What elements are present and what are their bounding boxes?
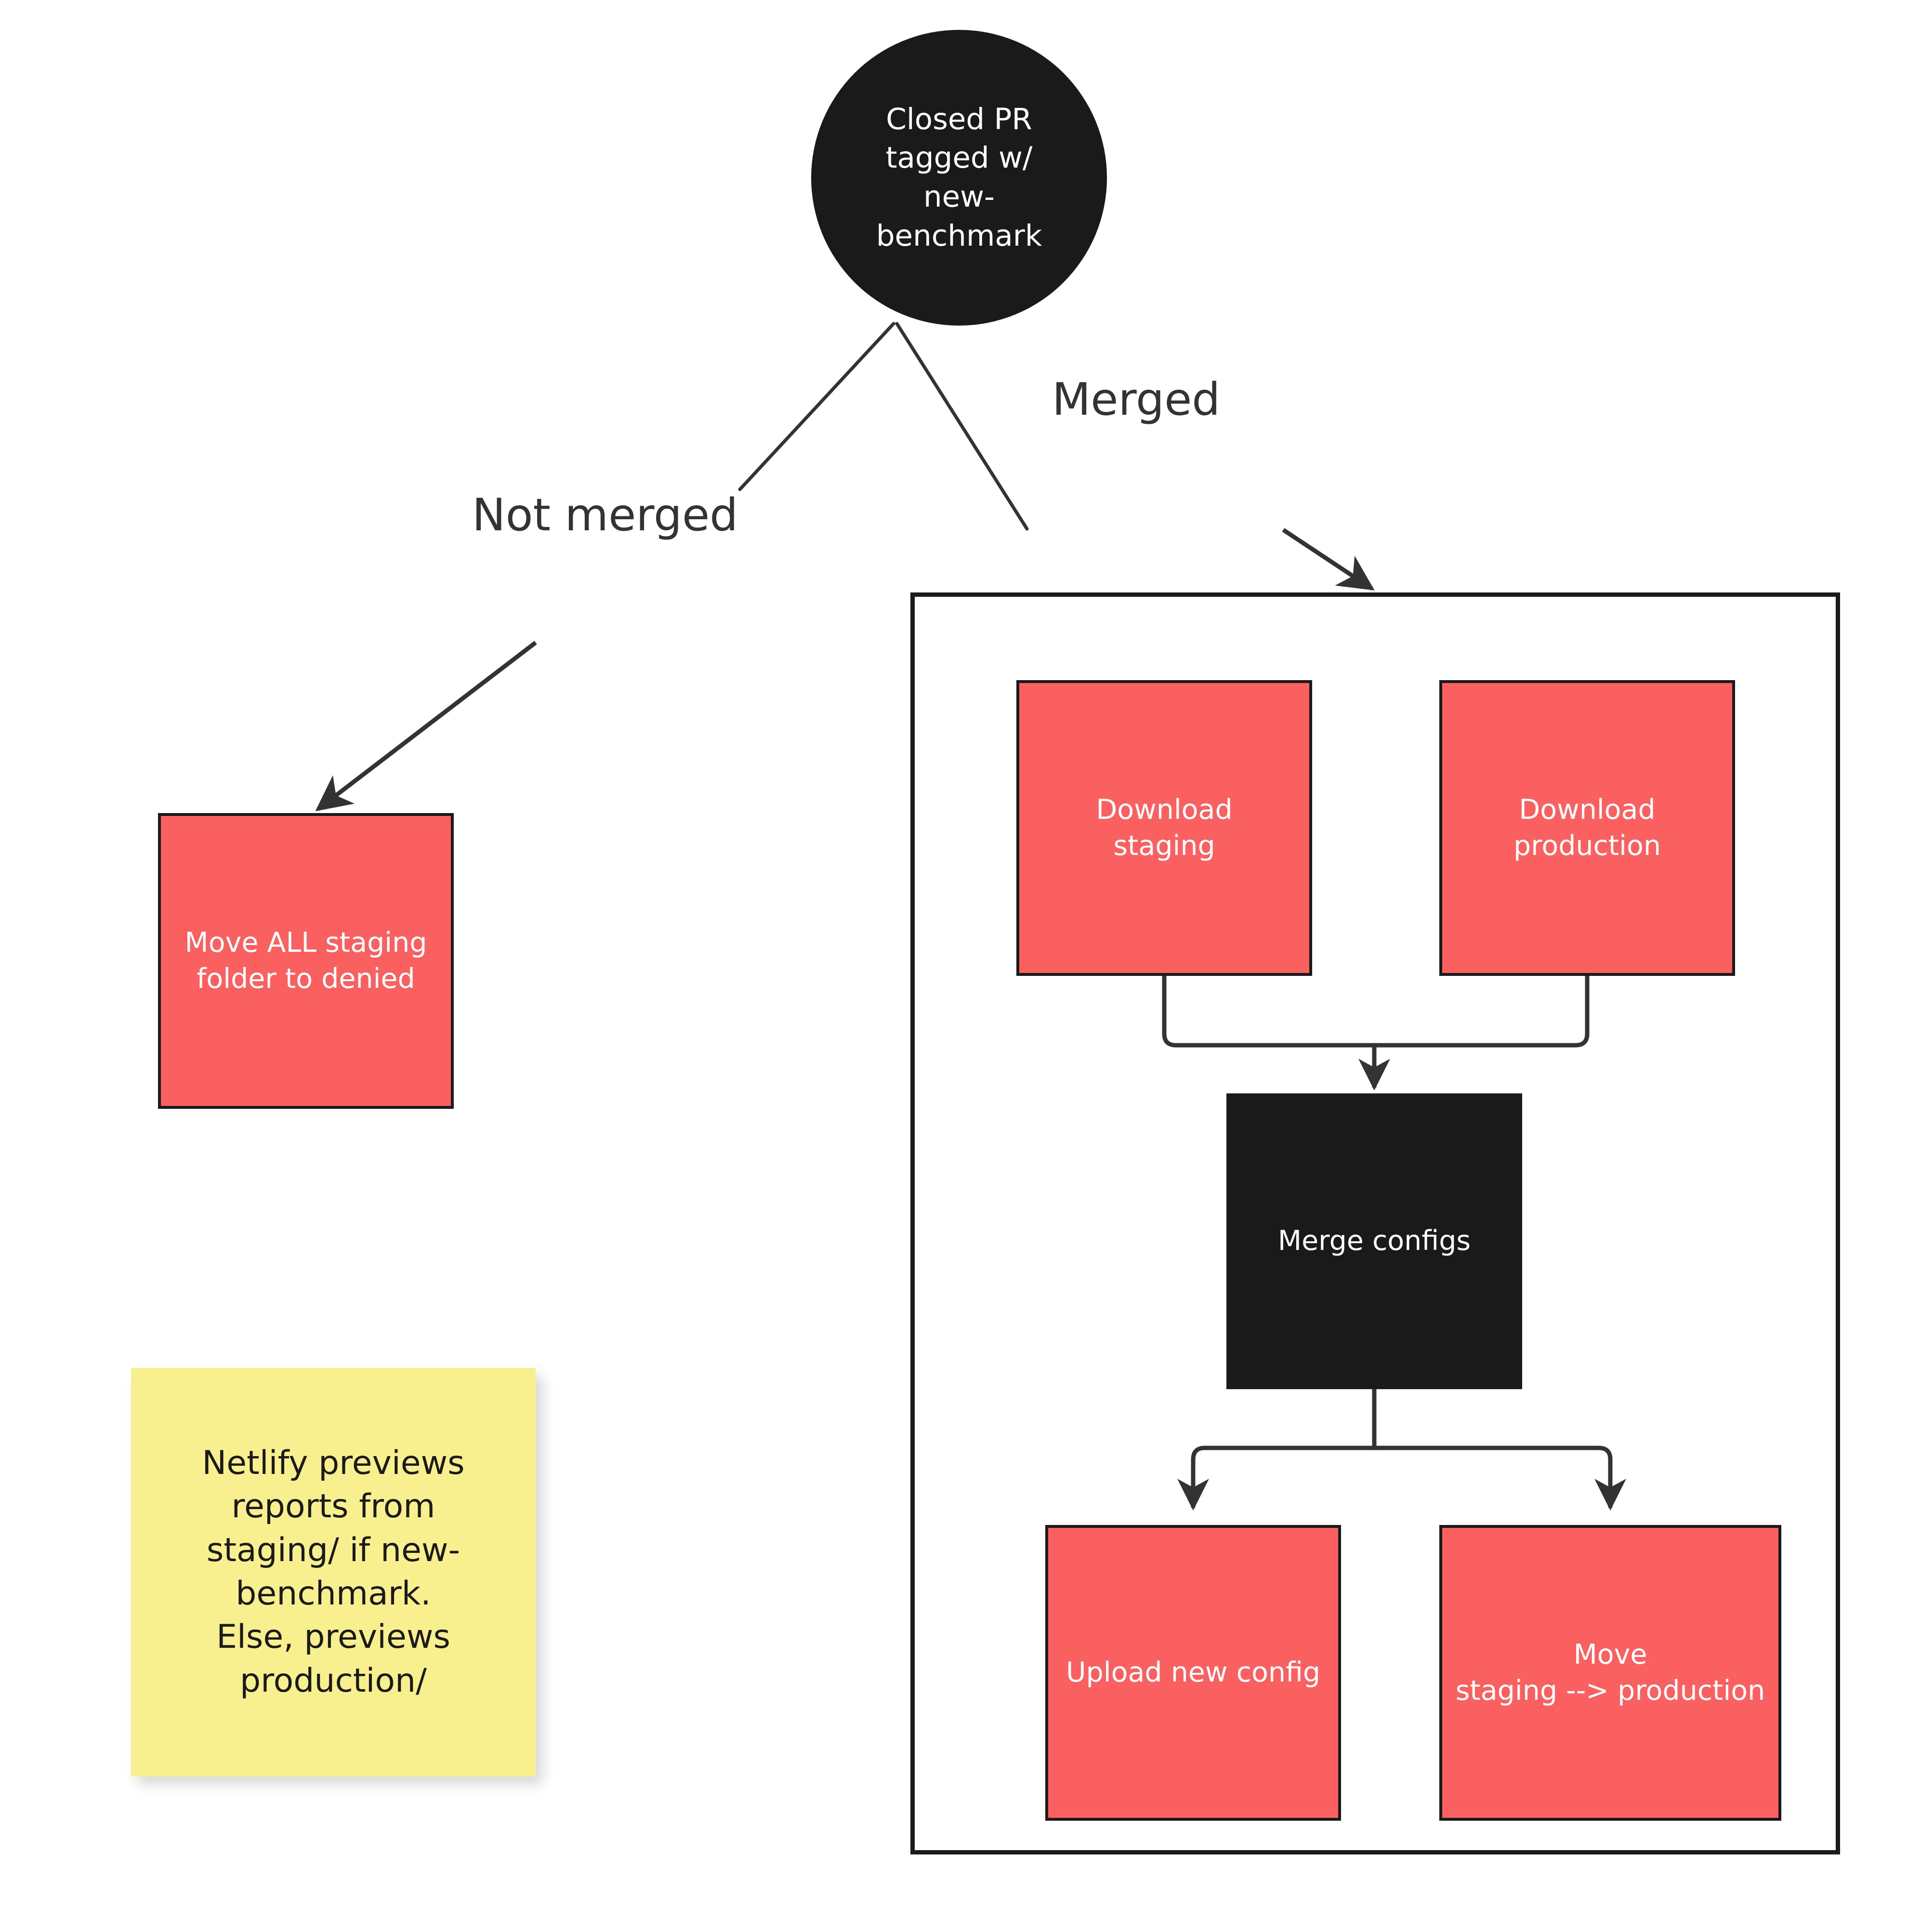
node-upload-new-config[interactable]: Upload new config (1045, 1525, 1341, 1821)
node-merge-configs[interactable]: Merge configs (1226, 1093, 1522, 1389)
node-move-staging-to-production[interactable]: Move staging --> production (1439, 1525, 1781, 1821)
edge-closedpr-to-not-merged (738, 322, 895, 491)
node-move-all-staging-to-denied[interactable]: Move ALL staging folder to denied (158, 813, 454, 1109)
merged-group-container (910, 592, 1840, 1854)
edge-closedpr-to-merged (895, 322, 1029, 531)
arrow-to-move-denied (315, 641, 537, 812)
node-download-staging[interactable]: Download staging (1016, 680, 1312, 976)
edge-label-merged: Merged (1052, 373, 1221, 425)
edge-label-not-merged: Not merged (472, 489, 738, 541)
node-closed-pr[interactable]: Closed PR tagged w/ new- benchmark (811, 30, 1107, 326)
sticky-note-netlify-previews[interactable]: Netlify previews reports from staging/ i… (131, 1368, 536, 1776)
arrow-to-merged-group (1282, 528, 1375, 591)
node-download-production[interactable]: Download production (1439, 680, 1735, 976)
